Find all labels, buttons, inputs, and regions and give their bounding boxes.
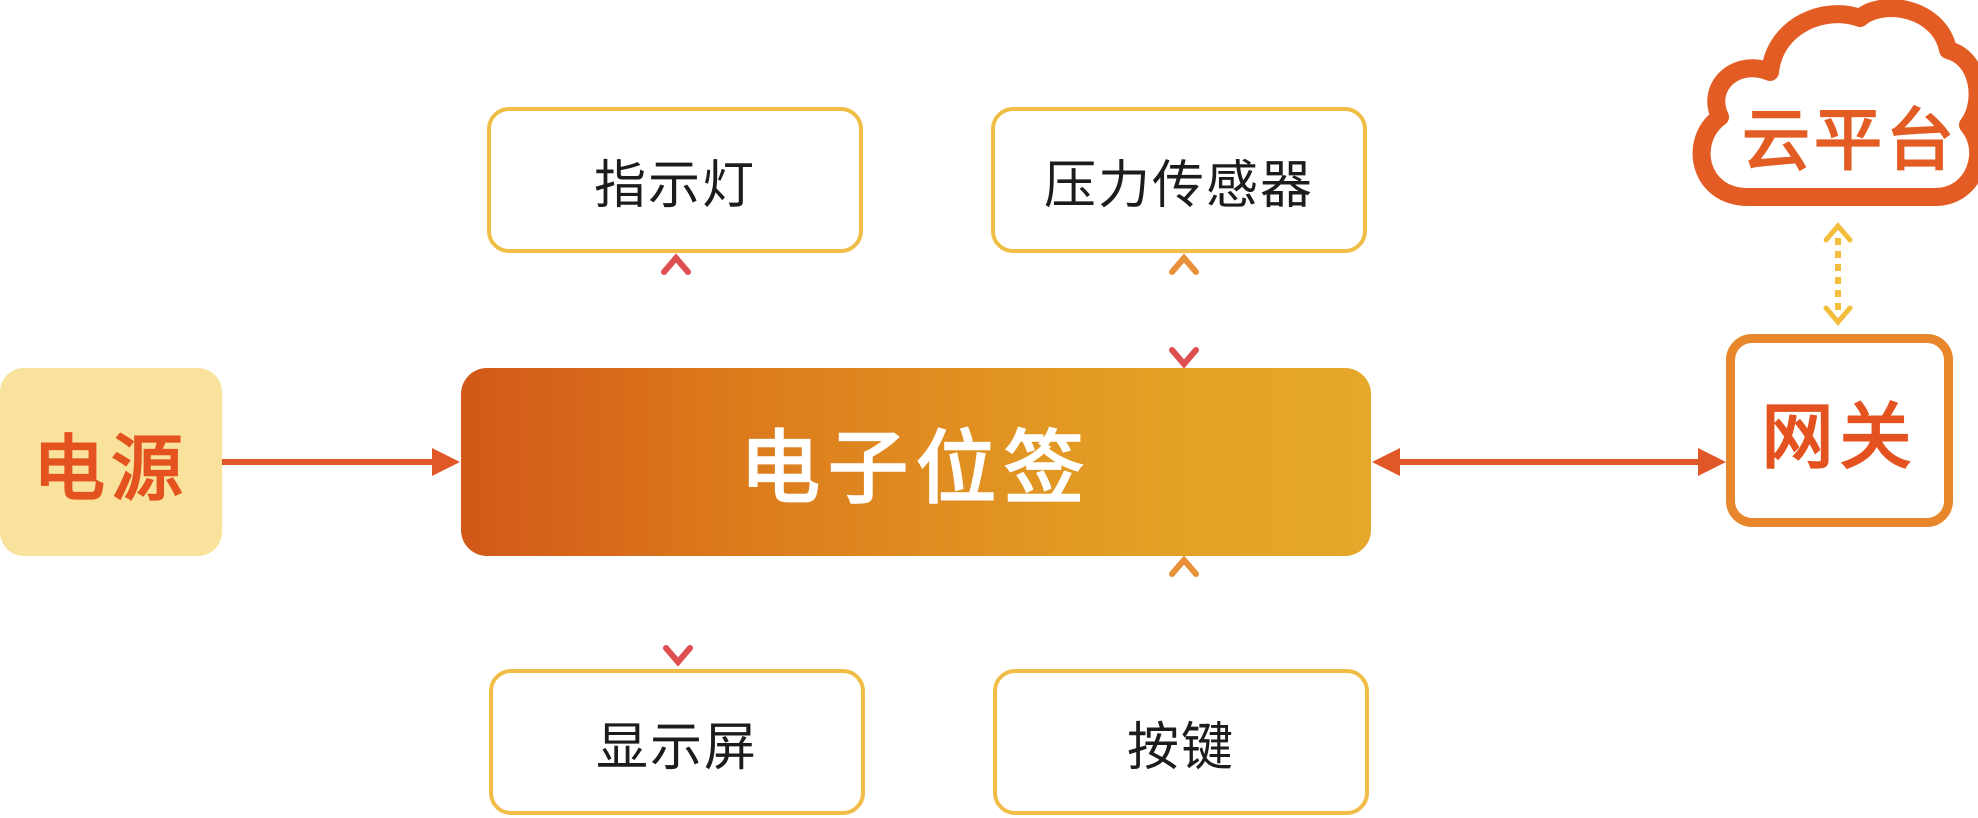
power-box: 电源	[0, 368, 222, 556]
electronic-tag-box: 电子位签	[461, 368, 1371, 556]
arrow-tag-to-indicator	[661, 253, 691, 366]
cloud-shape	[1692, 0, 1978, 206]
button-label: 按键	[1126, 717, 1235, 778]
indicator-light-box: 指示灯	[487, 107, 863, 253]
arrow-button-to-tag	[1169, 555, 1199, 666]
display-screen-label: 显示屏	[595, 717, 758, 778]
arrow-tag-gateway	[1372, 448, 1726, 476]
button-box: 按键	[993, 669, 1369, 815]
indicator-light-label: 指示灯	[593, 155, 756, 216]
display-screen-box: 显示屏	[489, 669, 865, 815]
arrow-tag-pressure	[1169, 253, 1199, 369]
gateway-label: 网关	[1761, 395, 1918, 479]
power-label: 电源	[32, 426, 189, 511]
arrow-power-to-tag	[222, 448, 460, 476]
electronic-tag-label: 电子位签	[740, 422, 1092, 515]
arrow-tag-to-display	[663, 558, 693, 667]
cloud-platform-label: 云平台	[1741, 101, 1958, 181]
pressure-sensor-box: 压力传感器	[991, 107, 1367, 253]
pressure-sensor-label: 压力传感器	[1043, 155, 1314, 216]
dashed-arrow-cloud-gateway	[1823, 222, 1853, 326]
gateway-box: 网关	[1726, 334, 1953, 527]
